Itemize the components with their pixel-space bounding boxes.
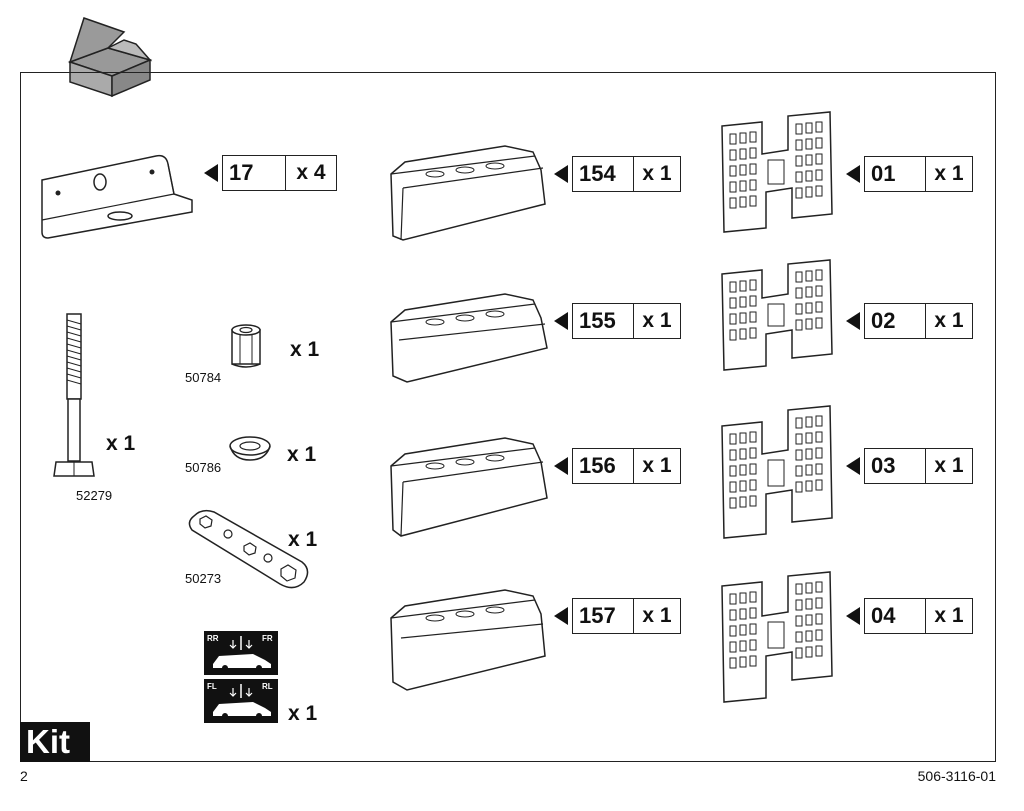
nut-illustration [231, 324, 261, 368]
pointer-arrow-icon [846, 457, 860, 475]
part-code: 155 [573, 304, 634, 338]
pointer-arrow-icon [554, 457, 568, 475]
part-quantity: x 1 [642, 309, 672, 332]
kit-box-icon [67, 17, 153, 98]
part-quantity: x 1 [934, 604, 964, 627]
wrench-illustration [188, 509, 309, 589]
part-tag-155: 155 x 1 [554, 303, 681, 339]
rubber-pad-02-illustration [721, 259, 833, 371]
bolt-illustration [53, 313, 95, 477]
part-code: 156 [573, 449, 634, 483]
pointer-arrow-icon [554, 312, 568, 330]
foot-pad-154-illustration [390, 145, 546, 241]
part-quantity: x 1 [642, 454, 672, 477]
rubber-pad-04-illustration [721, 571, 833, 703]
part-quantity: x 4 [296, 161, 326, 184]
part-tag-154: 154 x 1 [554, 156, 681, 192]
sticker-label-fr: FR [262, 634, 273, 643]
part-code: 04 [865, 599, 926, 633]
nut-part-number: 50784 [185, 370, 222, 385]
pointer-arrow-icon [204, 164, 218, 182]
part-tag-156: 156 x 1 [554, 448, 681, 484]
sticker-quantity: x 1 [288, 702, 318, 725]
part-code: 157 [573, 599, 634, 633]
rubber-pad-01-illustration [721, 111, 833, 233]
kit-section-label: Kit [20, 722, 90, 762]
part-tag-02: 02 x 1 [846, 303, 973, 339]
washer-illustration [229, 436, 271, 461]
part-code: 01 [865, 157, 926, 191]
part-tag-01: 01 x 1 [846, 156, 973, 192]
part-tag-17: 17 x 4 [204, 155, 337, 191]
pointer-arrow-icon [846, 607, 860, 625]
part-quantity: x 1 [934, 162, 964, 185]
part-tag-03: 03 x 1 [846, 448, 973, 484]
document-number: 506-3116-01 [917, 768, 996, 784]
part-quantity: x 1 [934, 309, 964, 332]
washer-quantity: x 1 [287, 443, 317, 466]
wrench-quantity: x 1 [288, 528, 318, 551]
part-tag-157: 157 x 1 [554, 598, 681, 634]
wrench-part-number: 50273 [185, 571, 222, 586]
pointer-arrow-icon [554, 607, 568, 625]
sticker-label-rl: RL [262, 682, 273, 691]
part-code: 03 [865, 449, 926, 483]
bolt-part-number: 52279 [76, 488, 113, 503]
page-number: 2 [20, 768, 28, 784]
sticker-label-rr: RR [207, 634, 219, 643]
part-code: 17 [223, 156, 286, 190]
content-frame [20, 72, 996, 762]
part-quantity: x 1 [642, 162, 672, 185]
part-code: 154 [573, 157, 634, 191]
foot-pad-157-illustration [390, 589, 546, 691]
part-quantity: x 1 [934, 454, 964, 477]
nut-quantity: x 1 [290, 338, 320, 361]
rubber-pad-03-illustration [721, 405, 833, 539]
part-quantity: x 1 [642, 604, 672, 627]
pointer-arrow-icon [846, 312, 860, 330]
position-sticker-sheet: RR FR FL RL [203, 630, 279, 724]
part-code: 02 [865, 304, 926, 338]
sticker-label-fl: FL [207, 682, 217, 691]
pointer-arrow-icon [554, 165, 568, 183]
pointer-arrow-icon [846, 165, 860, 183]
part-tag-04: 04 x 1 [846, 598, 973, 634]
foot-pad-155-illustration [390, 293, 548, 383]
bracket-illustration [41, 154, 193, 239]
foot-pad-156-illustration [390, 437, 548, 537]
car-sticker-icon [204, 631, 278, 723]
washer-part-number: 50786 [185, 460, 222, 475]
bolt-quantity: x 1 [106, 432, 136, 455]
